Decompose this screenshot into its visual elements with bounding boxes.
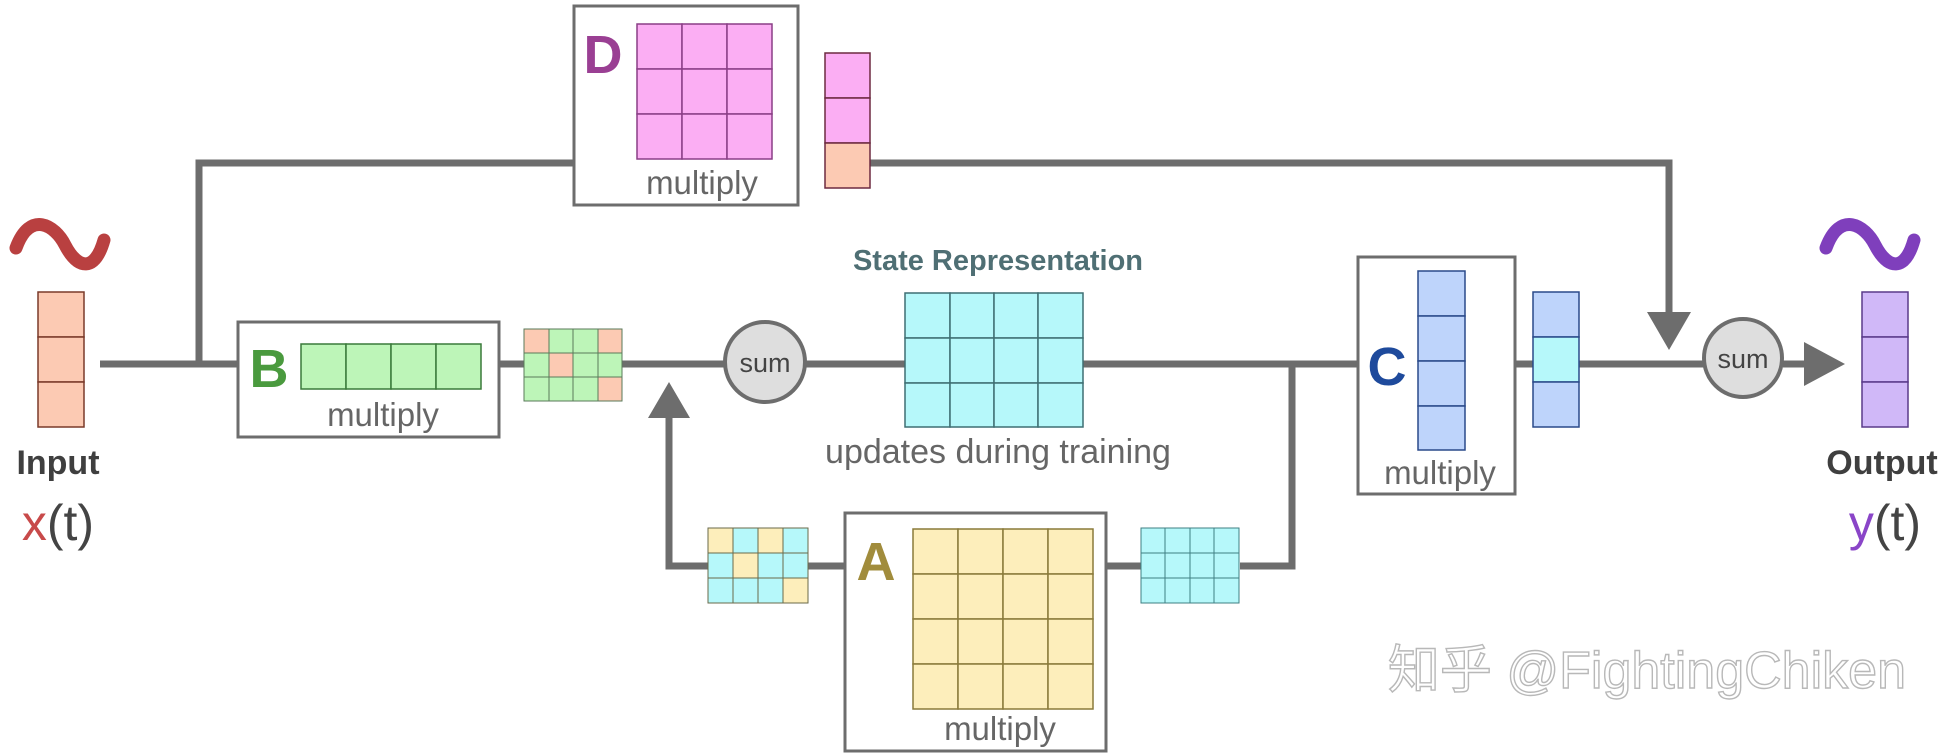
b-letter: B [250, 339, 289, 399]
feedback-up-line [665, 408, 708, 570]
output-signal-label: y(t) [1849, 495, 1921, 551]
skip-branch-line [195, 159, 574, 364]
state-matrix [904, 292, 1084, 428]
state-sum-node [723, 320, 807, 404]
d-multiply-label: multiply [646, 164, 758, 201]
d-output-vector [824, 52, 871, 189]
output-arrow [1804, 342, 1845, 386]
state-sum-label: sum [739, 348, 790, 378]
c-letter: C [1368, 337, 1407, 397]
a-multiply-label: multiply [944, 710, 1056, 747]
b-multiply-label: multiply [327, 396, 439, 433]
state-caption: updates during training [825, 433, 1171, 471]
c-multiply-label: multiply [1384, 454, 1496, 491]
state-title: State Representation [853, 245, 1143, 277]
watermark: 知乎 @FightingChiken [1388, 642, 1906, 700]
input-signal-label: x(t) [22, 495, 94, 551]
d-matrix [636, 23, 773, 160]
d-to-sum-line [870, 159, 1673, 320]
c-output-vector [1532, 291, 1580, 428]
feedback-right-line [1240, 364, 1296, 570]
a-letter: A [857, 532, 896, 592]
feedback-arrow [648, 382, 690, 418]
input-wave-icon [9, 218, 111, 271]
d-letter: D [584, 25, 623, 85]
output-wave-icon [1819, 218, 1921, 271]
output-vector [1861, 291, 1909, 428]
a-input-matrix [1140, 527, 1240, 604]
b-output-matrix [523, 328, 623, 402]
output-sum-label: sum [1717, 344, 1768, 374]
a-matrix [912, 528, 1094, 710]
d-arrow [1647, 312, 1691, 350]
c-matrix [1417, 270, 1466, 451]
b-matrix [300, 343, 482, 390]
output-label: Output [1826, 444, 1937, 482]
input-label: Input [16, 444, 99, 482]
a-output-matrix [707, 527, 809, 604]
output-sum-node [1702, 317, 1784, 399]
input-vector [37, 291, 85, 428]
